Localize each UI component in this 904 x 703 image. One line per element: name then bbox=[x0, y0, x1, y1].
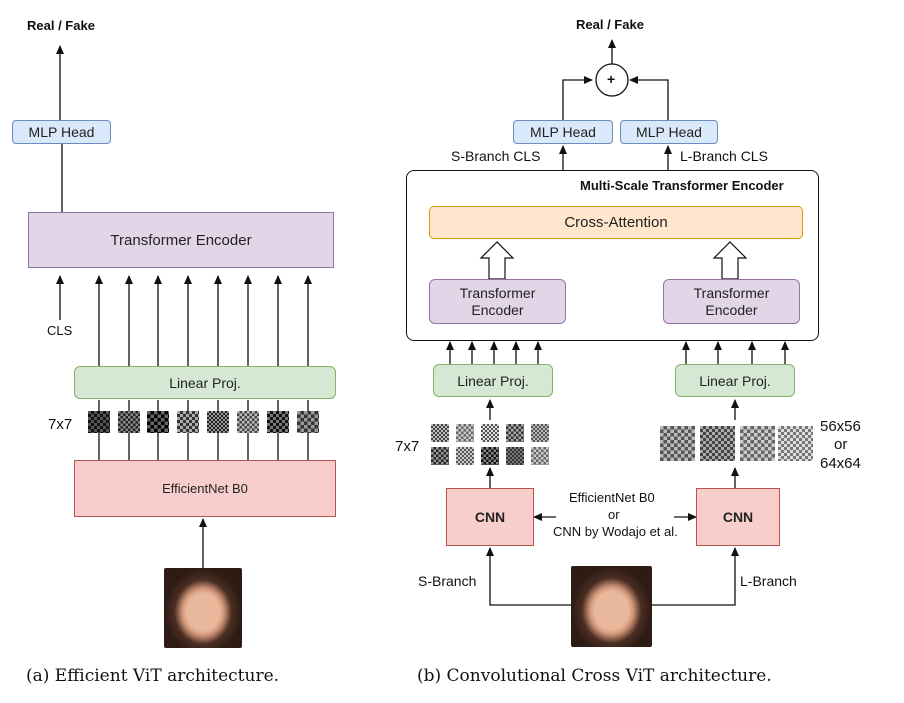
s-branch-cls-label: S-Branch CLS bbox=[451, 148, 541, 164]
feature-patch bbox=[118, 411, 140, 433]
sum-symbol: + bbox=[607, 71, 616, 87]
feature-patch bbox=[506, 424, 524, 442]
right-mlp-head-s: MLP Head bbox=[513, 120, 613, 144]
multi-scale-encoder-title: Multi-Scale Transformer Encoder bbox=[580, 178, 784, 193]
feature-patch bbox=[237, 411, 259, 433]
feature-patch bbox=[297, 411, 319, 433]
feature-patch bbox=[531, 447, 549, 465]
feature-patch bbox=[778, 426, 813, 461]
left-linear-proj: Linear Proj. bbox=[74, 366, 336, 399]
feature-patch bbox=[506, 447, 524, 465]
feature-patch bbox=[88, 411, 110, 433]
feature-patch bbox=[147, 411, 169, 433]
right-transformer-encoder-s: Transformer Encoder bbox=[429, 279, 566, 324]
feature-patch bbox=[531, 424, 549, 442]
input-face-image-right bbox=[571, 566, 652, 647]
right-transformer-encoder-l: Transformer Encoder bbox=[663, 279, 800, 324]
left-mlp-head: MLP Head bbox=[12, 120, 111, 144]
cnn-note-line3: CNN by Wodajo et al. bbox=[553, 524, 678, 539]
patch-size-l-line3: 64x64 bbox=[820, 455, 861, 472]
feature-patch bbox=[740, 426, 775, 461]
cnn-note-line1: EfficientNet B0 bbox=[569, 490, 655, 505]
left-patch-size-label: 7x7 bbox=[48, 416, 73, 433]
feature-patch bbox=[267, 411, 289, 433]
right-patch-size-s-label: 7x7 bbox=[395, 438, 420, 455]
right-mlp-head-l: MLP Head bbox=[620, 120, 718, 144]
cnn-note-line2: or bbox=[608, 507, 620, 522]
right-linear-proj-l: Linear Proj. bbox=[675, 364, 795, 397]
feature-patch bbox=[456, 424, 474, 442]
right-caption: (b) Convolutional Cross ViT architecture… bbox=[417, 666, 772, 686]
feature-patch bbox=[660, 426, 695, 461]
left-caption: (a) Efficient ViT architecture. bbox=[26, 666, 280, 686]
feature-patch bbox=[207, 411, 229, 433]
l-branch-cls-label: L-Branch CLS bbox=[680, 148, 768, 164]
patch-size-l-line1: 56x56 bbox=[820, 418, 861, 435]
l-branch-label: L-Branch bbox=[740, 573, 797, 589]
left-backbone-box: EfficientNet B0 bbox=[74, 460, 336, 517]
patch-size-l-line2: or bbox=[834, 436, 848, 453]
left-output-label: Real / Fake bbox=[27, 18, 95, 33]
cnn-s-box: CNN bbox=[446, 488, 534, 546]
feature-patch bbox=[481, 447, 499, 465]
feature-patch bbox=[431, 447, 449, 465]
feature-patch bbox=[456, 447, 474, 465]
feature-patch bbox=[700, 426, 735, 461]
right-linear-proj-s: Linear Proj. bbox=[433, 364, 553, 397]
left-transformer-encoder: Transformer Encoder bbox=[28, 212, 334, 268]
left-cls-label: CLS bbox=[47, 323, 73, 338]
cnn-l-box: CNN bbox=[696, 488, 780, 546]
cross-attention-box: Cross-Attention bbox=[429, 206, 803, 239]
input-face-image-left bbox=[164, 568, 242, 648]
right-output-label: Real / Fake bbox=[576, 17, 644, 32]
feature-patch bbox=[481, 424, 499, 442]
s-branch-label: S-Branch bbox=[418, 573, 477, 589]
feature-patch bbox=[431, 424, 449, 442]
feature-patch bbox=[177, 411, 199, 433]
